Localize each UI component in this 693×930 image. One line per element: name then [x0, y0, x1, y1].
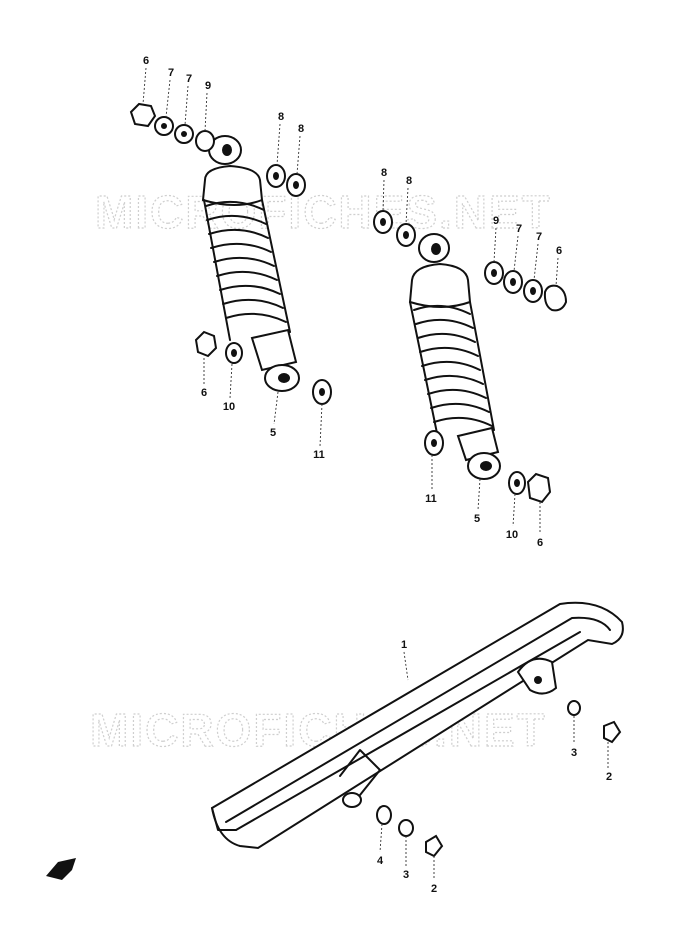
- callout-4: 4: [377, 855, 384, 867]
- callout-2: 2: [431, 883, 437, 895]
- leader-lines: [142, 67, 609, 880]
- nut-icon: [194, 330, 218, 358]
- callout-7: 7: [168, 67, 174, 79]
- callout-9: 9: [493, 215, 499, 227]
- callout-8: 8: [278, 111, 284, 123]
- callout-8: 8: [381, 167, 387, 179]
- nut-icon: [526, 472, 552, 504]
- callout-8: 8: [406, 175, 412, 187]
- callout-2: 2: [606, 771, 612, 783]
- mounting-bracket: [516, 657, 558, 695]
- callout-6: 6: [556, 245, 562, 257]
- washer-icon: [376, 805, 392, 825]
- callout-1: 1: [401, 639, 407, 651]
- callout-8: 8: [298, 123, 304, 135]
- callout-11: 11: [425, 493, 437, 505]
- front-direction-arrow-icon: [46, 858, 76, 880]
- callout-11: 11: [313, 449, 325, 461]
- cap-nut-icon: [543, 284, 568, 312]
- bolt-icon: [425, 834, 444, 858]
- callout-7: 7: [536, 231, 542, 243]
- left-top-hardware: [129, 102, 306, 197]
- chain-case-hardware: [376, 700, 622, 858]
- bolt-icon: [603, 720, 622, 744]
- callout-10: 10: [506, 529, 518, 541]
- callout-6: 6: [143, 55, 149, 67]
- grommet-icon: [567, 700, 581, 716]
- callout-3: 3: [571, 747, 577, 759]
- right-shock-absorber: [408, 233, 501, 480]
- callout-9: 9: [205, 80, 211, 92]
- callout-6: 6: [537, 537, 543, 549]
- callout-6: 6: [201, 387, 207, 399]
- left-bottom-hardware: [194, 330, 332, 405]
- chain-case: [210, 601, 624, 850]
- callout-3: 3: [403, 869, 409, 881]
- right-bottom-hardware: [424, 430, 552, 504]
- callouts: 6 7 7 9 8 8 6 10 5 11 8 8 9 7 7 6 11 5 1…: [143, 55, 612, 895]
- bushing-icon: [195, 130, 215, 152]
- nut-icon: [129, 102, 157, 128]
- callout-7: 7: [186, 73, 192, 85]
- callout-5: 5: [474, 513, 480, 525]
- watermark-top: MICROFICHES.NET: [95, 186, 552, 238]
- callout-10: 10: [223, 401, 235, 413]
- callout-7: 7: [516, 223, 522, 235]
- callout-5: 5: [270, 427, 276, 439]
- grommet-icon: [398, 819, 414, 837]
- right-top-hardware: [373, 210, 568, 312]
- left-shock-absorber: [201, 135, 300, 392]
